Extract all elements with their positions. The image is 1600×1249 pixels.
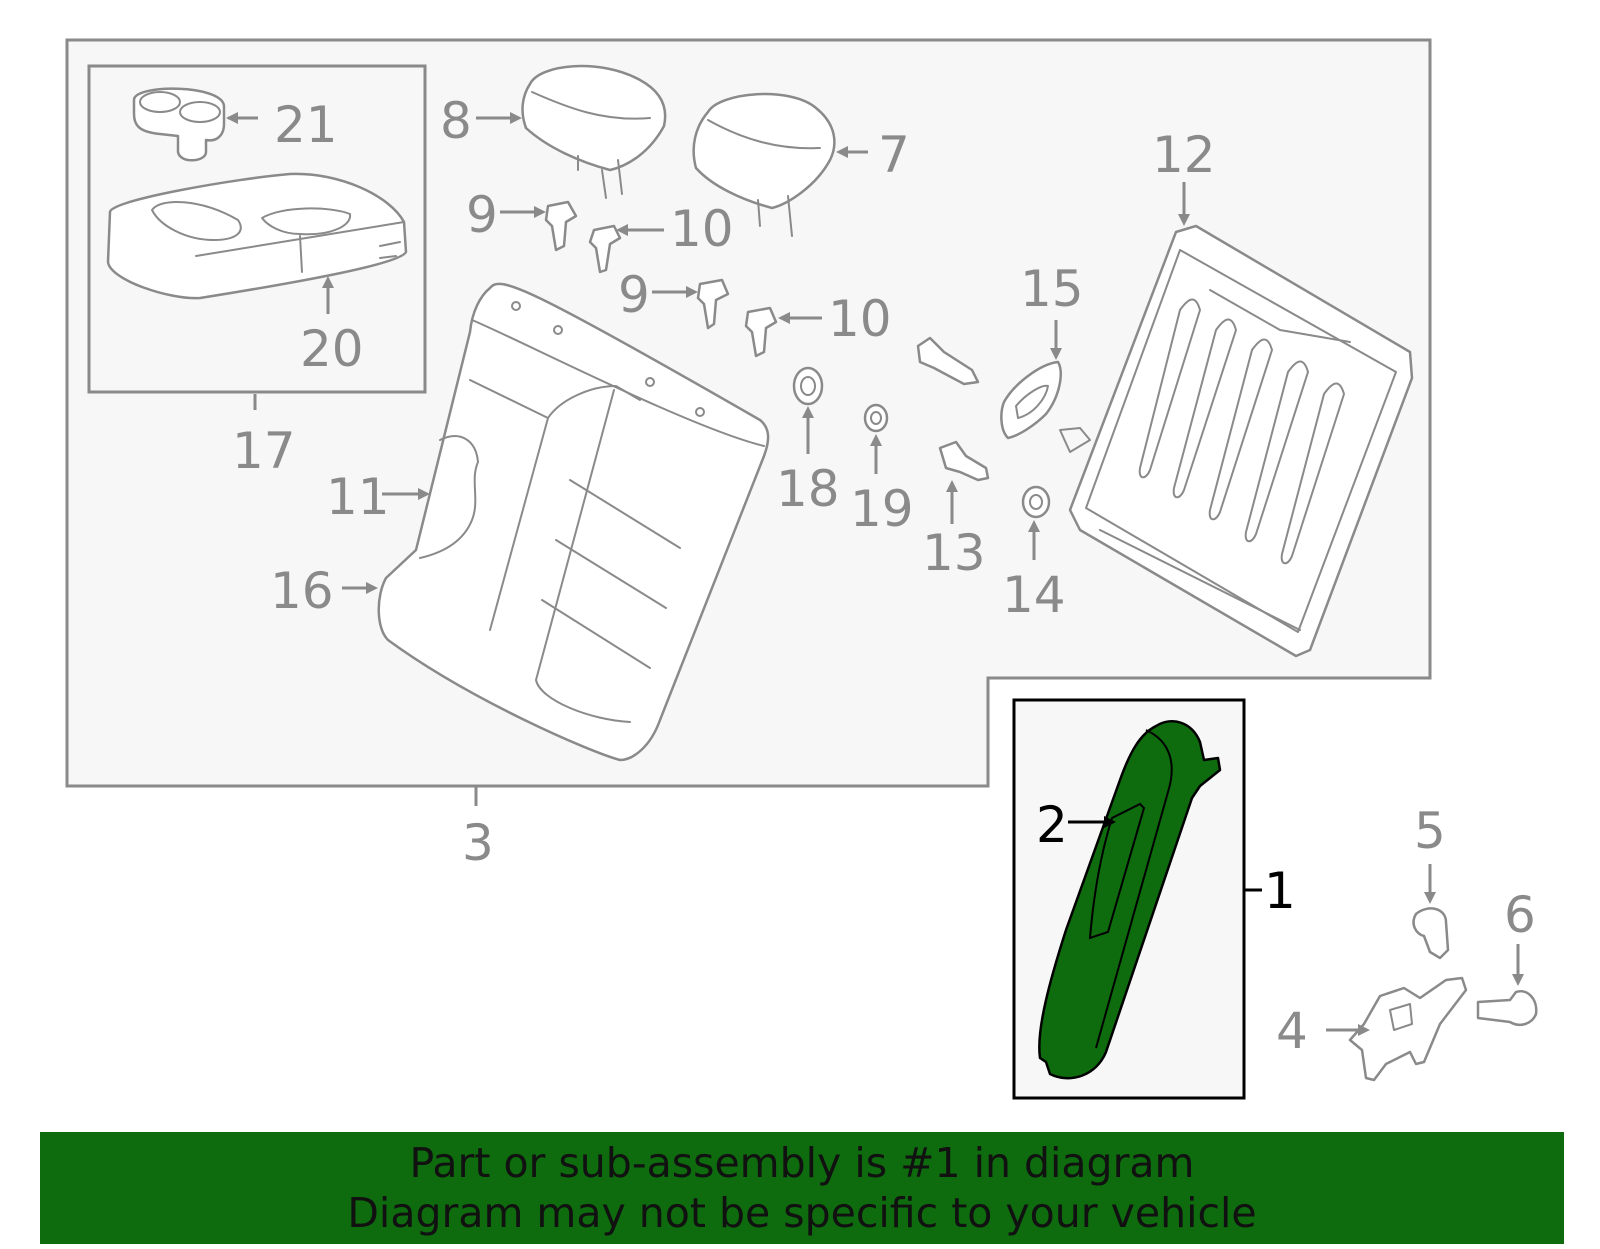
callout-1: 1 (1264, 862, 1296, 920)
callout-17: 17 (232, 422, 296, 480)
callout-6: 6 (1504, 886, 1536, 944)
leader-lines (226, 112, 1524, 1036)
seat-back-cover-11 (377, 282, 770, 762)
banner-line-2: Diagram may not be specific to your vehi… (347, 1189, 1257, 1237)
headrest-guides (544, 200, 778, 358)
callout-18: 18 (776, 460, 840, 518)
armrest-body-20 (106, 172, 408, 300)
banner-line-1: Part or sub-assembly is #1 in diagram (409, 1139, 1195, 1187)
callout-9b: 9 (618, 266, 650, 324)
callout-7: 7 (878, 126, 910, 184)
callout-3: 3 (462, 814, 494, 872)
callout-13: 13 (922, 524, 986, 582)
bracket-4-assembly (1348, 907, 1538, 1082)
seat-back-frame-12 (1059, 224, 1414, 658)
callout-5: 5 (1414, 802, 1446, 860)
headrest-8 (521, 64, 667, 199)
callout-15: 15 (1020, 260, 1084, 318)
callout-8: 8 (440, 92, 472, 150)
callout-16: 16 (270, 562, 334, 620)
callout-19: 19 (850, 480, 914, 538)
callout-10a: 10 (670, 200, 734, 258)
callout-14: 14 (1002, 566, 1066, 624)
callout-2: 2 (1036, 796, 1068, 854)
callout-12: 12 (1152, 126, 1216, 184)
callout-9a: 9 (466, 186, 498, 244)
small-fasteners (792, 336, 1051, 519)
cup-holder-21 (132, 87, 226, 162)
part-1-highlight (1012, 698, 1246, 1100)
callout-21: 21 (274, 96, 338, 154)
callout-11: 11 (326, 468, 390, 526)
callout-10b: 10 (828, 290, 892, 348)
callout-4: 4 (1276, 1002, 1308, 1060)
callout-20: 20 (300, 320, 364, 378)
headrest-7 (692, 92, 836, 237)
part-1-bolster (1038, 720, 1222, 1080)
info-banner: Part or sub-assembly is #1 in diagram Di… (40, 1132, 1564, 1244)
bracket-15 (1000, 360, 1062, 440)
